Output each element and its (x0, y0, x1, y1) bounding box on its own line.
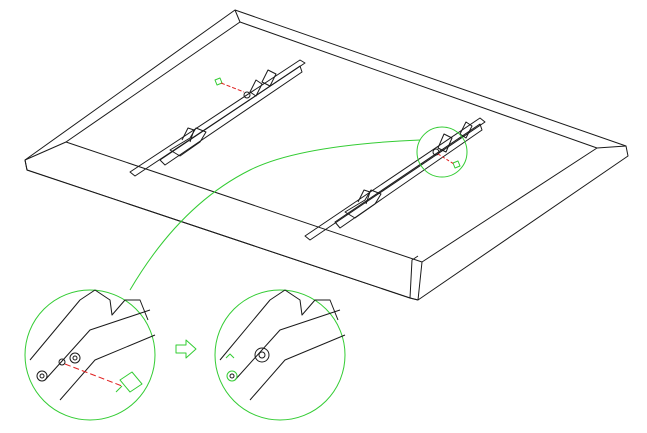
step-arrow-icon (175, 339, 197, 359)
detail-callout (129, 126, 468, 291)
right-screw (437, 153, 461, 169)
left-screw (214, 77, 245, 93)
detail-before (24, 289, 156, 421)
left-bracket (129, 59, 306, 177)
tv-panel (24, 9, 629, 301)
right-bracket (304, 117, 486, 241)
detail-after (214, 289, 346, 421)
